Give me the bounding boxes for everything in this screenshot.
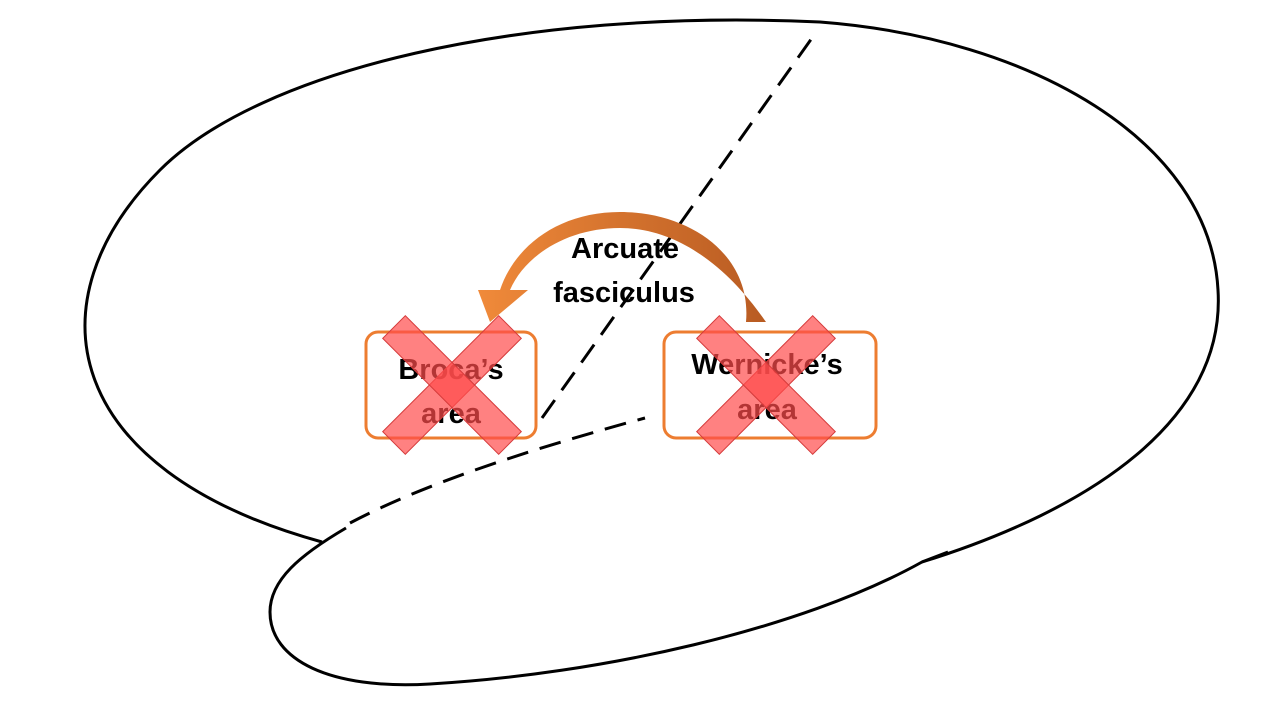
curved-arrow-icon [478, 212, 766, 322]
sylvian-fissure-line [349, 416, 646, 525]
broca-x-cross-icon [381, 314, 523, 456]
wernicke-area-box: Wernicke’s area [662, 314, 878, 456]
brain-outline [83, 18, 1220, 564]
wernicke-x-cross-icon [695, 314, 837, 456]
temporal-lobe-outline [268, 526, 949, 687]
arcuate-fasciculus-label-line1: Arcuate [571, 233, 679, 265]
central-sulcus-line [540, 37, 814, 419]
broca-area-box: Broca’s area [364, 314, 538, 456]
arcuate-fasciculus-label-line2: fasciculus [553, 277, 695, 309]
arcuate-fasciculus-arrow [478, 212, 766, 322]
